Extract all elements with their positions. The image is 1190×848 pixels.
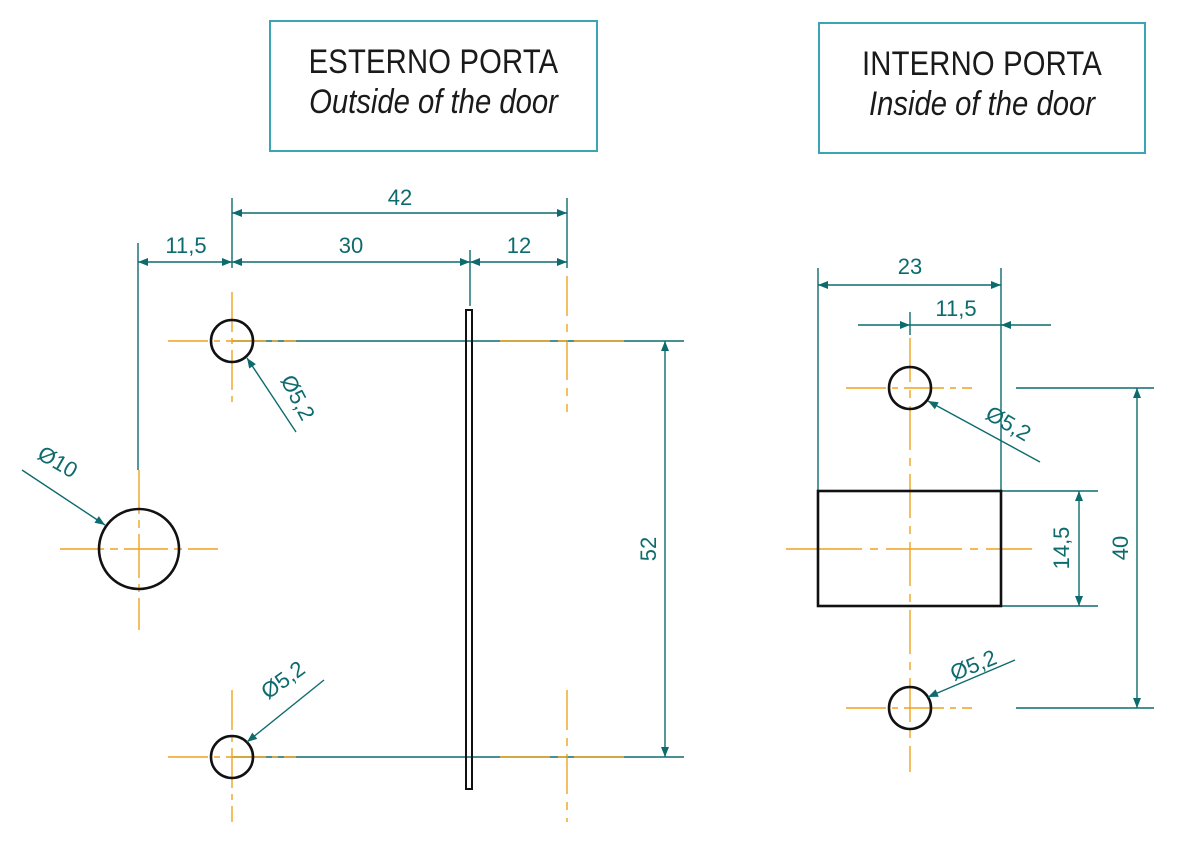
dim-label-40: 40	[1108, 536, 1133, 560]
mounting-rectangle	[816, 489, 1003, 608]
small-hole-top-right	[887, 365, 933, 411]
dim-label-52: 52	[636, 537, 661, 561]
dim-label-11-5: 11,5	[165, 233, 206, 258]
dim-label-14-5: 14,5	[1049, 527, 1074, 570]
dim-label-hole-bottom-right: Ø5,2	[947, 645, 1001, 686]
inside-door-title-box: INTERNO PORTA Inside of the door	[818, 22, 1146, 154]
outside-door-title-box: ESTERNO PORTA Outside of the door	[269, 20, 598, 152]
leader-large-hole	[21, 469, 106, 526]
small-hole-bottom	[209, 734, 255, 780]
small-hole-top	[209, 318, 255, 364]
dim-label-23: 23	[898, 254, 922, 279]
leader-small-hole-top-right	[927, 400, 1041, 463]
dim-label-12: 12	[507, 233, 531, 258]
leader-small-hole-bottom	[246, 679, 325, 743]
leader-small-hole-bottom-right	[927, 659, 1016, 698]
dim-label-hole-bottom: Ø5,2	[256, 656, 309, 704]
inside-door-drawing: 23 11,5 14,5 40 Ø5,2 Ø5,2	[786, 254, 1154, 772]
outside-door-title-it: ESTERNO PORTA	[308, 43, 559, 81]
dim-label-hole-top: Ø5,2	[276, 371, 320, 425]
inside-door-title-it: INTERNO PORTA	[862, 45, 1102, 83]
dim-label-11-5-right: 11,5	[935, 296, 976, 321]
dim-label-hole-top-right: Ø5,2	[982, 401, 1036, 447]
dim-label-42: 42	[388, 185, 412, 210]
inside-door-title-en: Inside of the door	[869, 85, 1095, 123]
plate-edge	[465, 309, 473, 790]
outside-door-drawing: 42 11,5 30 12 52 Ø5,2 Ø5,2 Ø1	[21, 185, 684, 822]
small-hole-bottom-right	[887, 685, 933, 731]
dim-label-large-hole: Ø10	[34, 441, 83, 483]
dim-label-30: 30	[339, 233, 363, 258]
leader-small-hole-top	[246, 357, 297, 433]
outside-door-title-en: Outside of the door	[309, 83, 558, 121]
large-hole	[97, 507, 181, 591]
